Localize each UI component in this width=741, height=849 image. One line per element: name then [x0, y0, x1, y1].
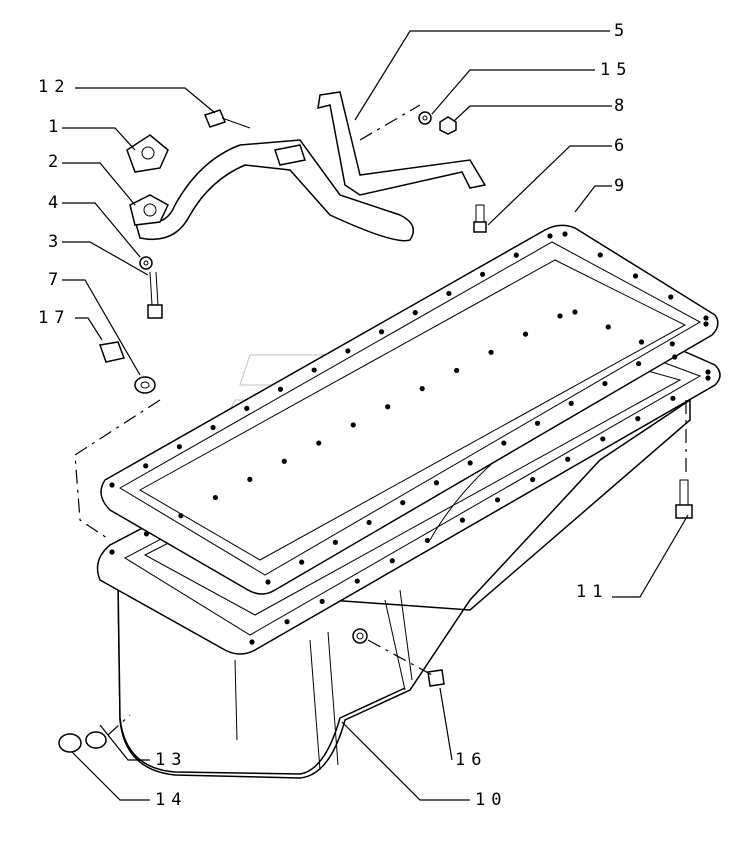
- bolt-hole: [568, 400, 574, 406]
- callout-17: 17: [38, 308, 71, 328]
- bolt-hole: [378, 329, 385, 335]
- bolt-hole: [247, 476, 253, 482]
- bolt-hole: [488, 349, 494, 355]
- bolt-hole: [143, 531, 150, 537]
- bolt-hole: [459, 517, 466, 523]
- bolt-hole: [389, 558, 395, 564]
- bolt-hole: [705, 369, 711, 375]
- bolt-holes: [109, 231, 711, 645]
- fasteners: [58, 109, 693, 753]
- bolt-hole: [494, 497, 501, 503]
- bolt-hole: [534, 420, 541, 426]
- bolt-hole: [672, 354, 678, 360]
- bolt-hole: [632, 273, 639, 279]
- bolt-hole: [109, 549, 115, 555]
- bolt-hole: [454, 367, 460, 374]
- bolt-hole: [354, 578, 360, 584]
- bolt-hole: [385, 404, 391, 410]
- bolt-hole: [350, 422, 356, 428]
- bolt-hole: [635, 416, 641, 422]
- bolt-hole: [281, 458, 287, 464]
- callout-8: 8: [614, 96, 631, 116]
- callout-12: 12: [38, 77, 71, 97]
- bolt-hole: [176, 444, 182, 450]
- callout-9: 9: [614, 176, 631, 196]
- callout-3: 3: [48, 232, 65, 252]
- callout-2: 2: [48, 152, 65, 172]
- bolt-hole: [602, 380, 608, 387]
- bolt-hole: [605, 324, 611, 330]
- bolt-hole: [311, 367, 317, 373]
- bolt-hole: [636, 361, 642, 367]
- gasket: [100, 224, 719, 595]
- bolt-hole: [670, 395, 676, 401]
- callout-1: 1: [48, 117, 65, 137]
- callout-15: 15: [600, 60, 633, 80]
- callout-13: 13: [155, 750, 188, 770]
- bolt-hole: [366, 519, 372, 526]
- oil-suction-pipe: [126, 134, 415, 242]
- bolt-hole: [522, 331, 529, 337]
- bolt-hole: [703, 321, 709, 327]
- callout-5: 5: [614, 21, 631, 41]
- bolt-hole: [530, 476, 536, 483]
- bolt-hole: [109, 482, 115, 488]
- bolt-hole: [562, 231, 568, 237]
- callout-10: 10: [475, 790, 508, 810]
- bolt-hole: [557, 313, 563, 319]
- callout-6: 6: [614, 136, 631, 156]
- leader-lines: [62, 30, 689, 801]
- bolt-hole: [446, 290, 452, 297]
- pipe-bracket: [317, 91, 487, 196]
- bolt-hole: [668, 294, 674, 300]
- bolt-hole: [565, 456, 571, 462]
- bolt-hole: [705, 375, 711, 381]
- bolt-hole: [319, 598, 325, 604]
- bolt-hole: [547, 233, 553, 239]
- bolt-hole: [501, 440, 507, 446]
- bolt-hole: [572, 309, 578, 315]
- callout-7: 7: [48, 270, 65, 290]
- bolt-hole: [210, 424, 216, 431]
- bolt-hole: [244, 405, 250, 411]
- bolt-hole: [212, 494, 218, 501]
- callout-14: 14: [155, 790, 188, 810]
- callout-11: 11: [576, 582, 609, 602]
- bolt-hole: [143, 463, 149, 469]
- bolt-hole: [433, 480, 440, 486]
- bolt-hole: [316, 440, 322, 446]
- bolt-hole: [513, 252, 519, 258]
- bolt-hole: [332, 539, 338, 545]
- bolt-hole: [597, 252, 603, 258]
- bolt-hole: [400, 500, 406, 506]
- bolt-hole: [345, 348, 351, 354]
- bolt-hole: [703, 315, 709, 321]
- bolt-hole: [265, 579, 271, 585]
- bolt-hole: [600, 436, 606, 442]
- bolt-hole: [284, 619, 290, 625]
- bolt-hole: [467, 460, 473, 466]
- bolt-hole: [412, 310, 418, 316]
- callout-16: 16: [455, 750, 488, 770]
- assembly-lines: [74, 104, 687, 736]
- callout-4: 4: [48, 193, 65, 213]
- bolt-hole: [277, 386, 284, 392]
- bolt-hole: [480, 271, 486, 277]
- bolt-hole: [424, 537, 430, 544]
- bolt-hole: [299, 559, 305, 565]
- bolt-hole: [669, 341, 675, 347]
- bolt-hole: [638, 339, 645, 345]
- bolt-hole: [178, 513, 184, 519]
- bolt-hole: [419, 386, 425, 392]
- bolt-hole: [249, 639, 255, 645]
